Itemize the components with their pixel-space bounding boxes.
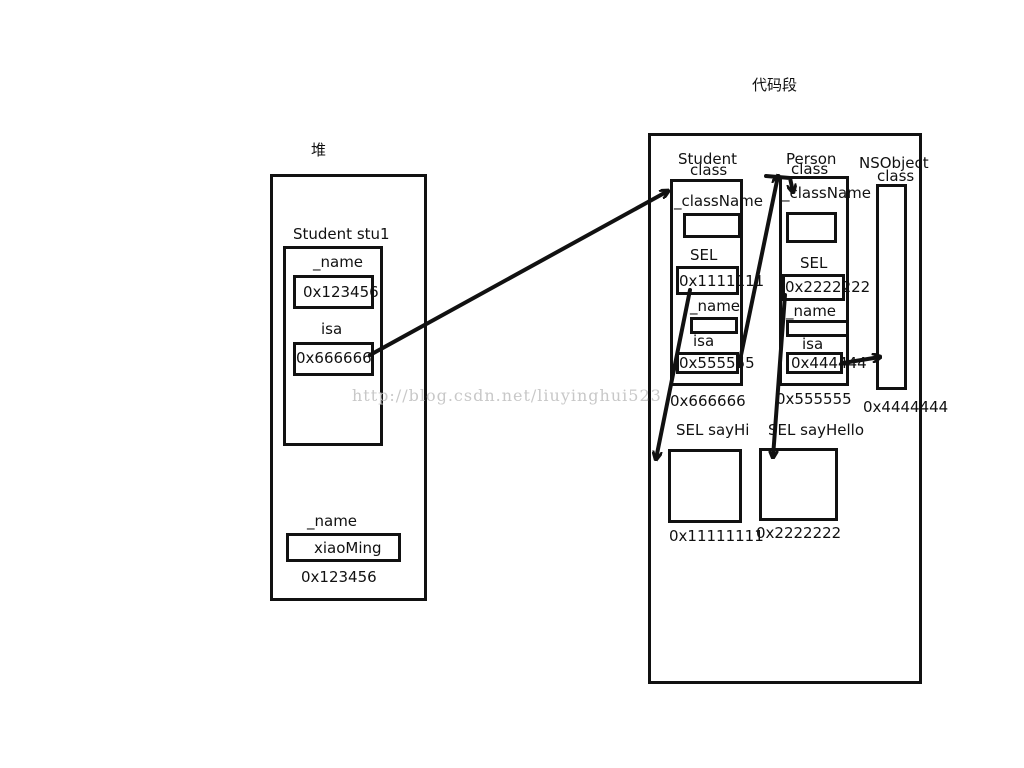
arrow-student-isa-to-person-class [737, 176, 778, 367]
person-name-field [786, 320, 849, 337]
object-isa-field [293, 342, 374, 376]
object-isa-label: isa [321, 320, 343, 338]
person-class-address: 0x555555 [776, 390, 852, 408]
object-name-field [293, 275, 374, 309]
student-classname-label: _className [674, 192, 763, 210]
student-isa-label: isa [693, 332, 715, 350]
person-sel-field [782, 274, 845, 301]
code-segment-title: 代码段 [752, 76, 798, 94]
heap-region [270, 174, 427, 601]
object-name-value: 0x123456 [303, 283, 379, 301]
person-class-subtitle: class [791, 160, 829, 178]
student-sel-label: SEL [690, 246, 718, 264]
arrow-isa-to-student-class [368, 191, 668, 357]
student-classname-field [683, 213, 741, 238]
arrow-person-sel-to-sayhello [773, 293, 787, 457]
student-class-title: Student [678, 150, 738, 168]
nsobject-class-address: 0x4444444 [863, 398, 949, 416]
sayhello-box [759, 448, 838, 521]
sayhi-box [668, 449, 742, 523]
nsobject-class-subtitle: class [877, 167, 915, 185]
person-isa-label: isa [802, 335, 824, 353]
arrow-student-sel-to-sayhi [656, 288, 692, 459]
person-sel-value: 0x2222222 [785, 278, 871, 296]
object-name-label: _name [313, 253, 364, 271]
string-box [286, 533, 401, 562]
heap-title: 堆 [311, 141, 327, 159]
sayhi-label: SEL sayHi [676, 421, 750, 439]
student-sel-field [676, 266, 739, 295]
object-isa-value: 0x666666 [296, 349, 372, 367]
person-classname-label: _className [782, 184, 871, 202]
student-name-label: _name [690, 297, 741, 315]
sayhello-address: 0x2222222 [756, 524, 842, 542]
person-class-title: Person [786, 150, 837, 168]
person-class-box [779, 176, 849, 386]
student-sel-value: 0x1111111 [679, 272, 765, 290]
student-isa-value: 0x555555 [679, 354, 755, 372]
student-class-address: 0x666666 [670, 392, 746, 410]
student-name-field [690, 317, 738, 334]
nsobject-class-title: NSObject [859, 154, 929, 172]
string-address: 0x123456 [301, 568, 377, 586]
student-class-subtitle: class [690, 161, 728, 179]
person-sel-label: SEL [800, 254, 828, 272]
string-name-label: _name [307, 512, 358, 530]
person-isa-value: 0x444444 [791, 354, 867, 372]
string-value: xiaoMing [314, 539, 382, 557]
student-object-box [283, 246, 383, 446]
arrow-person-top-hook [764, 174, 793, 192]
nsobject-class-box [876, 184, 907, 390]
person-name-label: _name [786, 302, 837, 320]
sayhi-address: 0x11111111 [669, 527, 764, 545]
student-class-box [670, 179, 743, 386]
student-object-label: Student stu1 [293, 225, 390, 243]
watermark: http://blog.csdn.net/liuyinghui523 [352, 386, 662, 405]
code-segment-region [648, 133, 922, 684]
person-classname-field [786, 212, 837, 243]
sayhello-label: SEL sayHello [768, 421, 865, 439]
arrow-person-isa-to-nsobject [841, 357, 880, 365]
